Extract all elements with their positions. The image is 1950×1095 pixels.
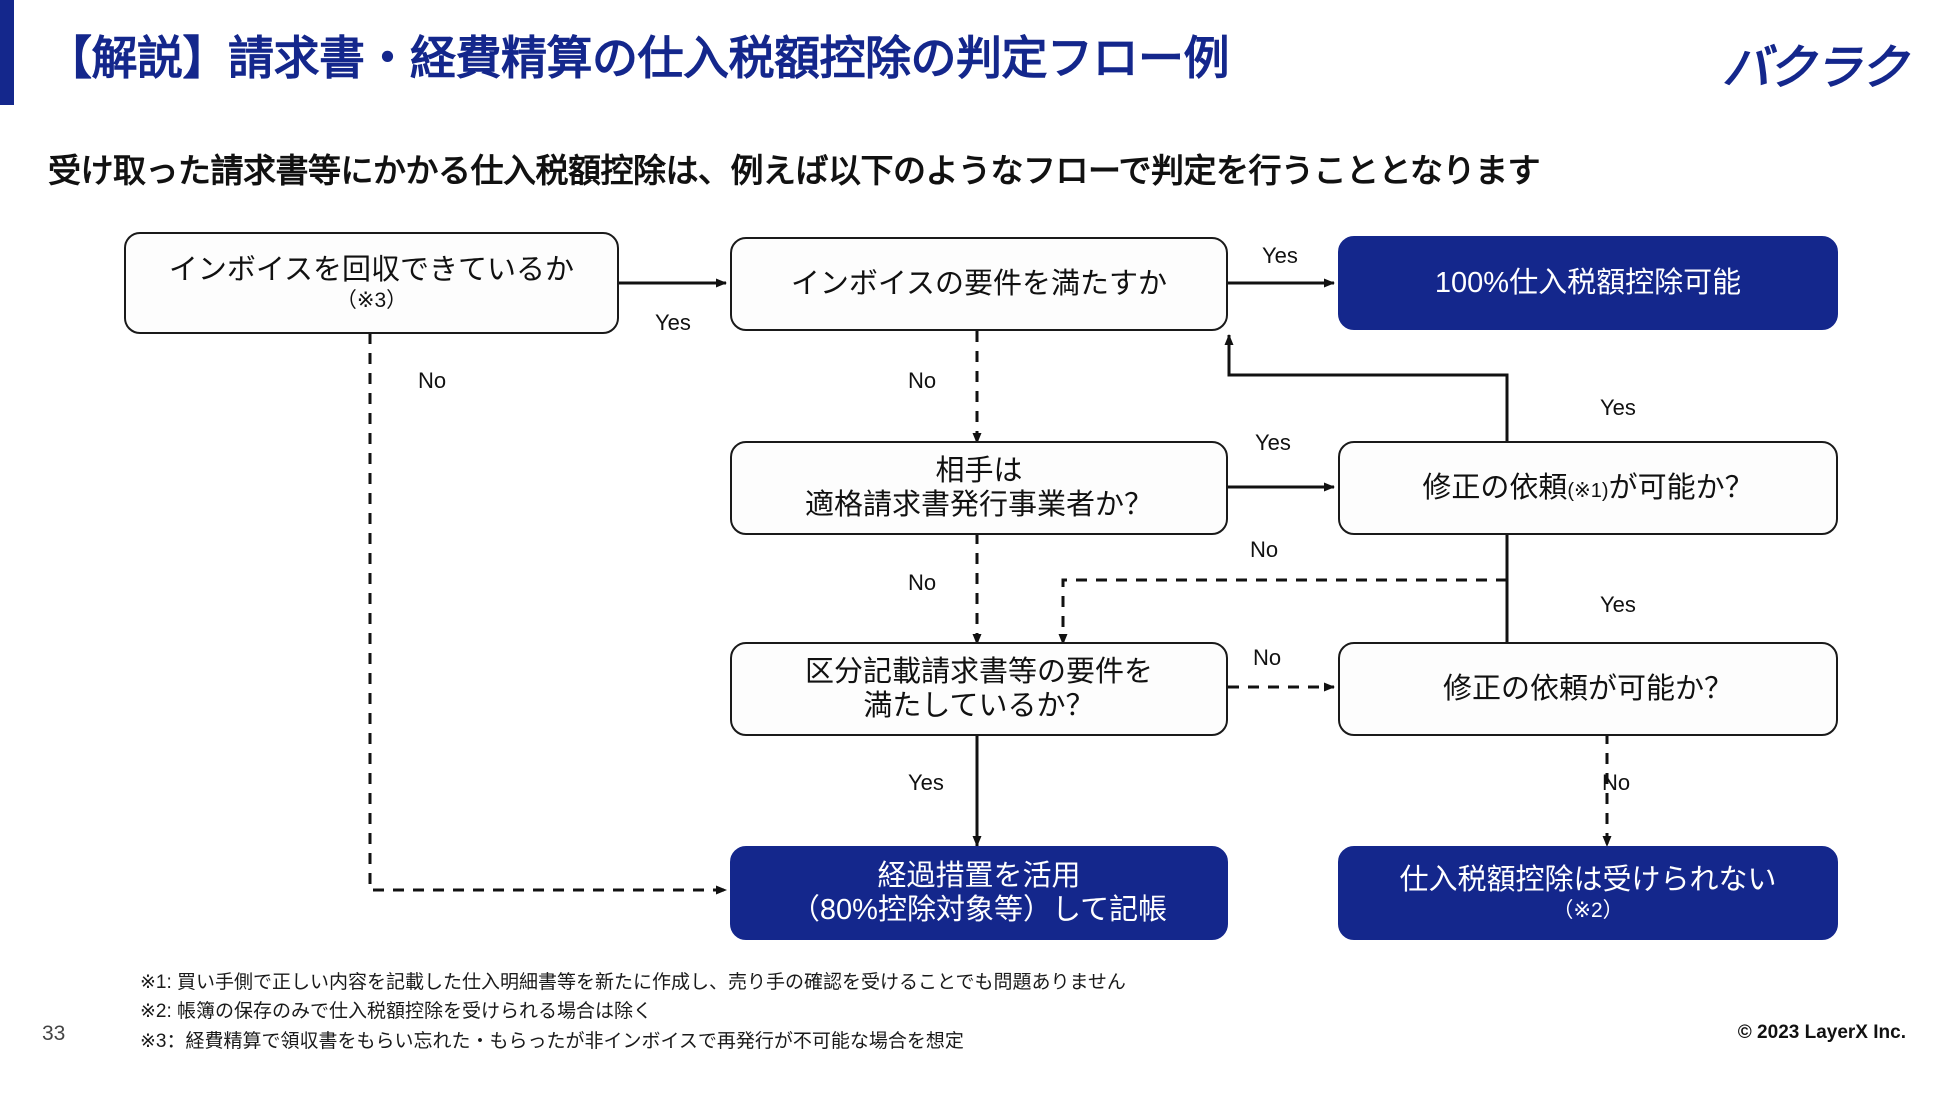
- bakuraku-logo: バクラク: [1721, 42, 1908, 95]
- edge-label-n6-yes: Yes: [908, 770, 944, 795]
- edge-label-n4-no: No: [908, 570, 937, 595]
- node-counterparty-qualified-line1: 相手は: [935, 454, 1023, 487]
- node-counterparty-qualified[interactable]: 相手は 適格請求書発行事業者か？: [730, 441, 1228, 535]
- node-no-deduction-label: 仕入税額控除は受けられない: [1399, 863, 1777, 896]
- footnotes: ※1: 買い手側で正しい内容を記載した仕入明細書等を新たに作成し、売り手の確認を…: [140, 968, 1126, 1056]
- node-full-deduction-label: 100%仕入税額控除可能: [1434, 266, 1742, 299]
- edge-label-n2-yes: Yes: [1262, 243, 1298, 268]
- edge-label-n1-no: No: [418, 368, 447, 393]
- node-transitional-measure-line1: 経過措置を活用: [877, 859, 1081, 892]
- copyright-notice: © 2023 LayerX Inc.: [1737, 1022, 1906, 1043]
- accent-bar: [0, 0, 14, 105]
- edge-label-n5-yes-down: Yes: [1600, 592, 1636, 617]
- node-transitional-measure-line2: （80%控除対象等）して記帳: [790, 894, 1168, 926]
- edge-label-n4-yes: Yes: [1255, 430, 1291, 455]
- node-request-correction-1-label-a: 修正の依頼: [1422, 471, 1568, 504]
- node-classified-invoice-line1: 区分記載請求書等の要件を: [804, 655, 1153, 688]
- edge-label-n7-no: No: [1602, 770, 1631, 795]
- node-request-correction-1-footnote-ref: (※1): [1567, 479, 1609, 502]
- edge-label-n1-yes: Yes: [655, 310, 691, 335]
- node-no-deduction[interactable]: 仕入税額控除は受けられない （※2）: [1338, 846, 1838, 940]
- node-request-correction-2-label: 修正の依頼が可能か？: [1442, 672, 1733, 705]
- node-classified-invoice-line2: 満たしているか？: [863, 690, 1095, 722]
- node-request-correction-1[interactable]: 修正の依頼(※1)が可能か？: [1338, 441, 1838, 535]
- node-invoice-requirements-label: インボイスの要件を満たすか: [790, 267, 1168, 300]
- footnote-1: ※1: 買い手側で正しい内容を記載した仕入明細書等を新たに作成し、売り手の確認を…: [140, 972, 1126, 993]
- node-transitional-measure[interactable]: 経過措置を活用 （80%控除対象等）して記帳: [730, 846, 1228, 940]
- node-full-deduction[interactable]: 100%仕入税額控除可能: [1338, 236, 1838, 330]
- page-title: 【解説】請求書・経費精算の仕入税額控除の判定フロー例: [46, 32, 1230, 84]
- page-number: 33: [42, 1022, 66, 1045]
- edge-label-n5-yes-up: Yes: [1600, 395, 1636, 420]
- footnote-2: ※2: 帳簿の保存のみで仕入税額控除を受けられる場合は除く: [140, 1001, 653, 1023]
- subtitle: 受け取った請求書等にかかる仕入税額控除は、例えば以下のようなフローで判定を行うこ…: [48, 152, 1541, 189]
- node-invoice-collected-note: （※3）: [335, 288, 408, 312]
- node-counterparty-qualified-line2: 適格請求書発行事業者か？: [804, 489, 1153, 521]
- node-no-deduction-note: （※2）: [1552, 898, 1624, 922]
- node-invoice-collected-label: インボイスを回収できているか: [168, 253, 575, 286]
- edge-label-n2-no: No: [908, 368, 937, 393]
- node-request-correction-1-label-b: が可能か？: [1608, 471, 1754, 504]
- node-invoice-collected[interactable]: インボイスを回収できているか （※3）: [124, 232, 619, 334]
- footnote-3: ※3：経費精算で領収書をもらい忘れた・もらったが非インボイスで再発行が不可能な場…: [140, 1030, 964, 1052]
- node-classified-invoice-requirements[interactable]: 区分記載請求書等の要件を 満たしているか？: [730, 642, 1228, 736]
- node-invoice-requirements[interactable]: インボイスの要件を満たすか: [730, 237, 1228, 331]
- node-request-correction-2[interactable]: 修正の依頼が可能か？: [1338, 642, 1838, 736]
- edge-label-n5-no: No: [1250, 537, 1279, 562]
- edge-label-n6-no: No: [1253, 645, 1282, 670]
